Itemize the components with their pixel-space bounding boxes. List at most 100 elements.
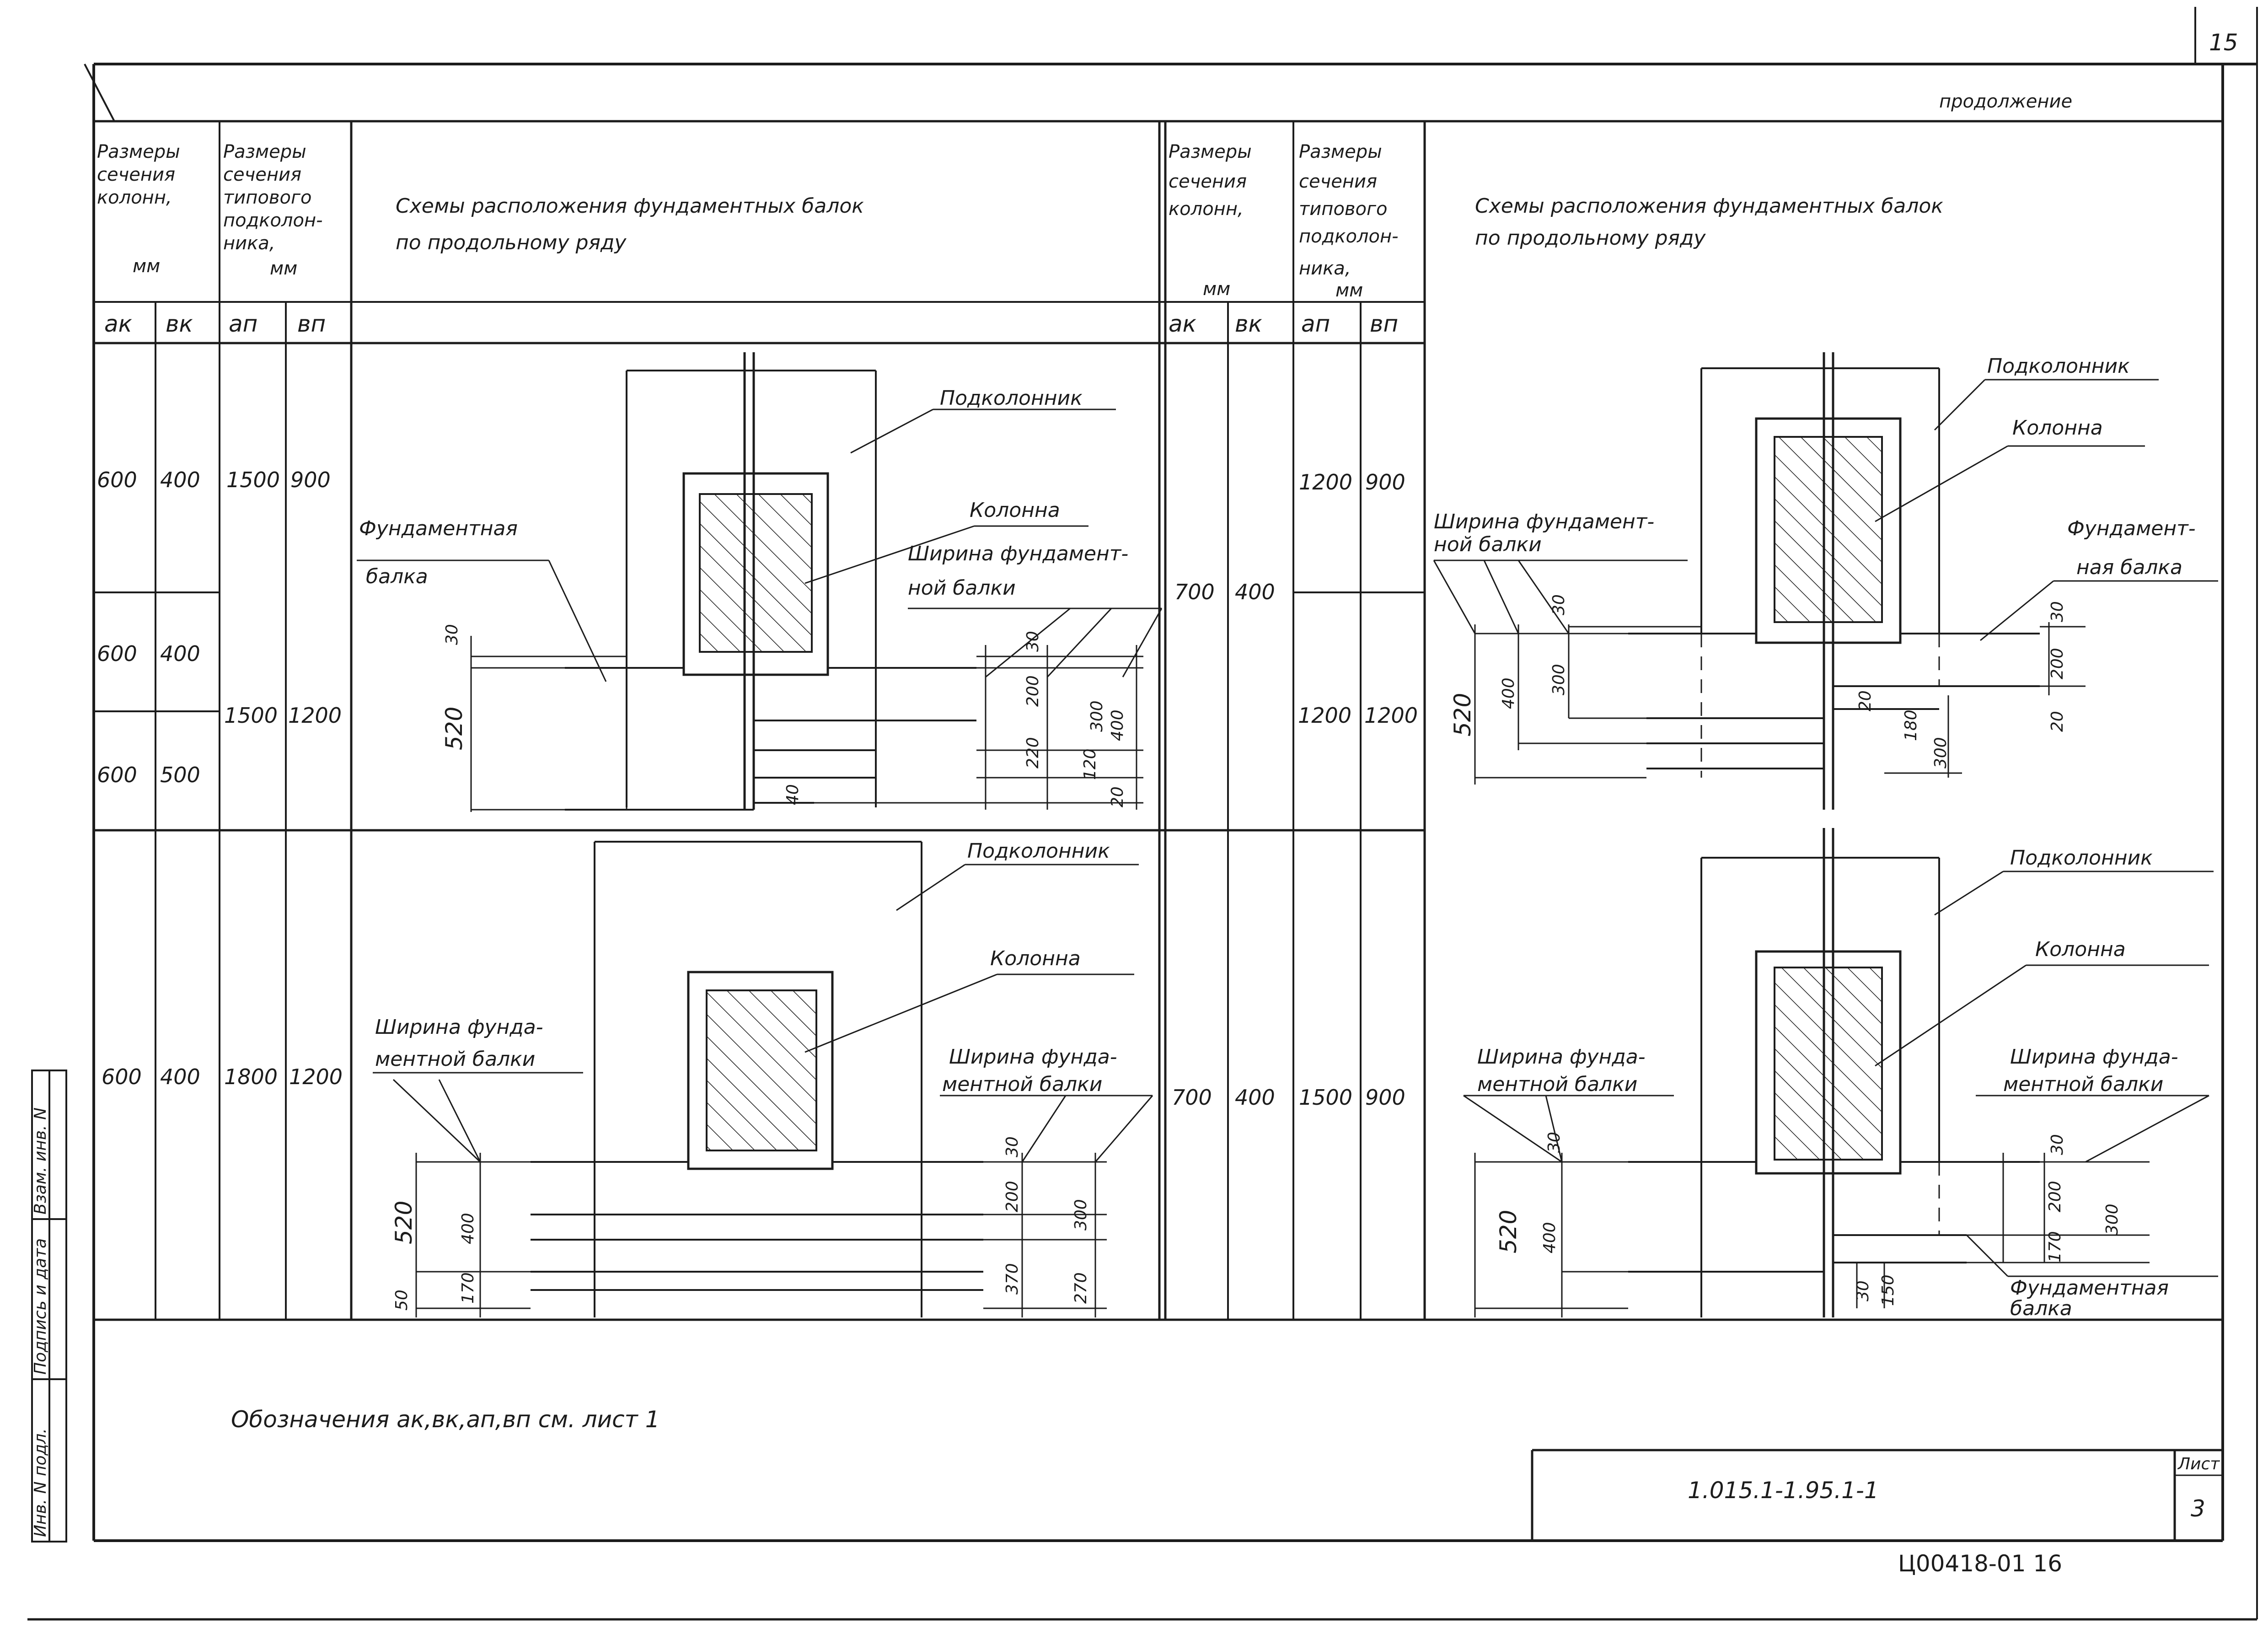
dim-30-s4b: 30 — [1854, 1280, 1872, 1301]
header-section-line3: колонн, — [97, 187, 172, 208]
label-width-1a: Ширина фундамент- — [908, 542, 1128, 565]
dim-30-s3r: 30 — [2048, 601, 2067, 622]
left-row4-ak: 600 — [102, 1064, 142, 1089]
dim-170-s2: 170 — [459, 1272, 477, 1304]
sheet-frame — [27, 7, 2258, 1621]
label-width-4d: ментной балки — [2003, 1073, 2163, 1096]
label-podkolonnik-1: Подколонник — [940, 387, 1083, 410]
dim-170-s4: 170 — [2046, 1231, 2064, 1263]
continuation-label: продолжение — [1939, 91, 2072, 112]
designations-note: Обозначения ак,вк,ап,вп см. лист 1 — [231, 1406, 660, 1433]
doc-code: 1.015.1-1.95.1-1 — [1688, 1477, 1879, 1504]
scheme-bottom-right — [1463, 828, 2218, 1317]
label-kolonna-3: Колонна — [2012, 416, 2103, 440]
left-row3-ak: 600 — [97, 763, 137, 787]
scheme-title-left-1: Схемы расположения фундаментных балок — [396, 194, 864, 218]
archive-code: Ц00418-01 16 — [1898, 1550, 2062, 1577]
dim-520-s4: 520 — [1495, 1210, 1522, 1253]
label-fund-beam-4b: балка — [2010, 1297, 2072, 1320]
header-sub-line4: подколон- — [223, 210, 323, 231]
column-rect — [682, 472, 829, 676]
left-row1-bk: 400 — [160, 468, 200, 492]
scheme-top-right — [1433, 352, 2218, 810]
scheme-top-left — [357, 352, 1163, 812]
right-row1-bk: 400 — [1235, 580, 1275, 604]
header-section-line1: Размеры — [97, 141, 180, 162]
header-section-line2: сечения — [97, 164, 175, 185]
header-sub-line3-right: типового — [1299, 199, 1387, 220]
label-width-2d: ментной балки — [942, 1073, 1102, 1096]
header-left: Размеры сечения колонн, мм Размеры сечен… — [97, 141, 864, 337]
right-row1-ak: 700 — [1174, 580, 1215, 604]
dim-30-s3: 30 — [1550, 594, 1568, 615]
dim-30-s1: 30 — [443, 624, 461, 645]
label-kolonna-1: Колонна — [970, 499, 1060, 522]
header-section-line2-right: сечения — [1169, 171, 1247, 192]
dim-40-s1: 40 — [783, 784, 802, 805]
dim-400-s4: 400 — [1540, 1222, 1559, 1253]
dim-300-s3b: 300 — [1931, 737, 1950, 769]
header-bk-right: вк — [1235, 311, 1262, 337]
left-row2-bn: 1200 — [288, 703, 342, 728]
header-an-right: ап — [1301, 311, 1330, 337]
header-sub-line1-right: Размеры — [1299, 141, 1382, 162]
dim-300-s1: 300 — [1088, 700, 1106, 732]
column-hatch-3 — [1774, 436, 1883, 623]
left-row2-an: 1500 — [224, 703, 278, 728]
column-rect-2 — [687, 971, 834, 1170]
left-table-values: 600 400 1500 900 600 400 1500 1200 600 5… — [97, 468, 343, 1089]
label-kolonna-4: Колонна — [2035, 938, 2126, 961]
left-row1-an: 1500 — [226, 468, 280, 492]
label-width-4b: ментной балки — [1477, 1073, 1637, 1096]
label-fund-beam-1a: Фундаментная — [359, 517, 518, 540]
label-width-3a: Ширина фундамент- — [1434, 510, 1654, 533]
right-row2-an: 1200 — [1298, 703, 1351, 728]
dim-400-s3: 400 — [1499, 677, 1518, 709]
left-row2-bk: 400 — [160, 641, 200, 666]
stamp-inv-podl: Инв. N подл. — [31, 1428, 50, 1537]
dim-200-s4: 200 — [2046, 1181, 2064, 1212]
header-right: Размеры сечения колонн, мм Размеры сечен… — [1169, 141, 1943, 337]
right-row3-an: 1500 — [1299, 1085, 1352, 1110]
header-section-unit-right: мм — [1203, 279, 1230, 300]
table-grid — [94, 120, 2223, 1321]
label-podkolonnik-2: Подколонник — [967, 839, 1110, 863]
header-sub-line3: типового — [223, 187, 311, 208]
left-row3-bk: 500 — [160, 763, 200, 787]
header-sub-line5-right: ника, — [1299, 258, 1351, 279]
scheme-title-right-2: по продольному ряду — [1475, 226, 1706, 250]
dim-180-s3: 180 — [1902, 710, 1920, 741]
left-row4-an: 1800 — [224, 1064, 278, 1089]
sheet-label: Лист — [2177, 1455, 2220, 1473]
header-sub-line2: сечения — [223, 164, 301, 185]
dim-520-s2: 520 — [391, 1201, 417, 1244]
right-row1-an: 1200 — [1299, 470, 1352, 494]
sheet-number: 3 — [2191, 1495, 2205, 1522]
dim-30-s4: 30 — [1545, 1132, 1564, 1153]
label-podkolonnik-3: Подколонник — [1987, 355, 2130, 378]
header-sub-unit-right: мм — [1335, 280, 1363, 301]
left-row4-bn: 1200 — [289, 1064, 343, 1089]
column-hatch-4 — [1774, 967, 1883, 1161]
dim-200-s1: 200 — [1024, 675, 1042, 707]
column-hatch-2 — [706, 989, 817, 1151]
stamp-signature-date: Подпись и дата — [31, 1238, 50, 1375]
column-rect-3 — [1755, 417, 1902, 644]
dim-300-s2: 300 — [1072, 1199, 1090, 1231]
header-ak: ак — [104, 311, 132, 337]
left-row1-bn: 900 — [290, 468, 331, 492]
left-row4-bk: 400 — [160, 1064, 200, 1089]
side-stamp — [31, 1070, 67, 1543]
left-row2-ak: 600 — [97, 641, 137, 666]
page-number: 15 — [2209, 29, 2238, 56]
dim-270-s2: 270 — [1072, 1272, 1090, 1304]
right-row1-bn: 900 — [1365, 470, 1405, 494]
dim-520-s3: 520 — [1449, 693, 1476, 736]
scheme-title-left-2: по продольному ряду — [396, 231, 627, 254]
dim-520-s1: 520 — [441, 707, 467, 750]
header-bk: вк — [166, 311, 193, 337]
scheme-bottom-left — [373, 841, 1153, 1317]
header-ak-right: ак — [1169, 311, 1196, 337]
dim-200-s3: 200 — [2048, 648, 2067, 679]
